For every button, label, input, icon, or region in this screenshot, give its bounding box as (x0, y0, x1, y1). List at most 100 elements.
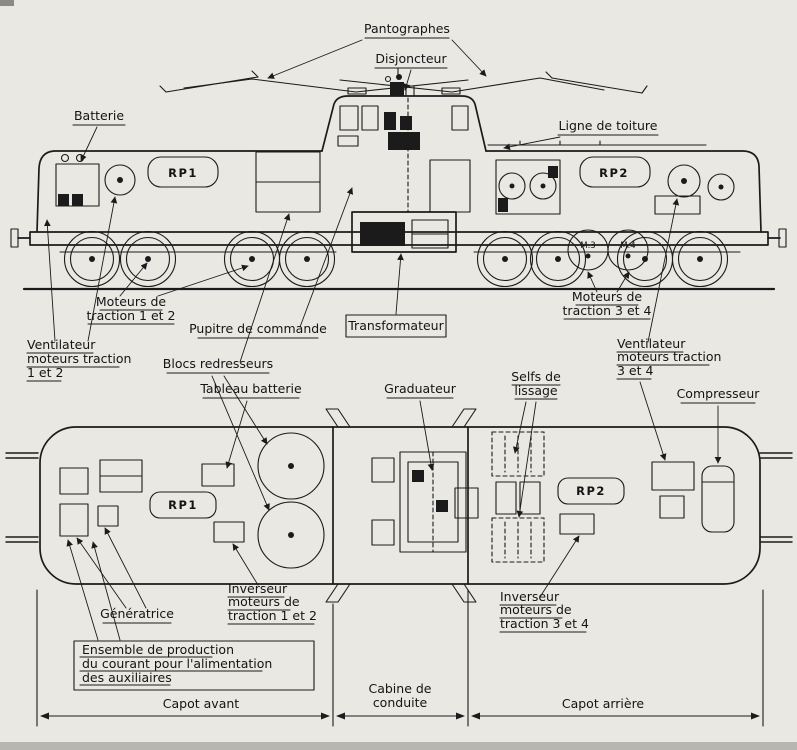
rear-bogie: M.3 M.4 (473, 229, 741, 288)
dimension-arrowheads (40, 712, 760, 720)
label-ligne-toiture: Ligne de toiture (557, 118, 659, 136)
aux-generator-box-2 (59, 503, 89, 537)
label-tableau-batterie: Tableau batterie (199, 381, 302, 399)
label-generatrice: Génératrice (100, 606, 174, 624)
rp2-side-text: RP2 (599, 166, 629, 180)
inverter-12-plan (213, 521, 245, 543)
label-selfs-lissage: Selfs de lissage (511, 369, 561, 400)
rp1-plan-box (149, 491, 217, 519)
label-ventilateur-34: Ventilateur moteurs traction 3 et 4 (616, 336, 721, 380)
battery-panel-plan (201, 463, 235, 487)
cab-door-flaps (325, 408, 477, 603)
label-inverseur-12: Inverseur moteurs de traction 1 et 2 (227, 581, 317, 625)
label-graduateur: Graduateur (384, 381, 457, 399)
compresseur-text: Compresseur (677, 386, 761, 401)
label-compresseur: Compresseur (677, 386, 761, 404)
plan-cab-components (371, 451, 479, 553)
front-ventilator-fan (104, 164, 136, 196)
motor-3-label: M.3 (580, 241, 595, 251)
smoothing-choke-2 (491, 517, 545, 563)
dimension-annotations: Capot avant Cabine de conduite Capot arr… (36, 589, 764, 727)
front-bogie (59, 230, 337, 288)
disjoncteur-device (384, 67, 415, 97)
label-transformateur: Transformateur (345, 314, 447, 338)
generatrice-text: Génératrice (100, 606, 174, 621)
plan-view: RP1 RP2 (5, 408, 793, 603)
inverter-34-plan (559, 513, 595, 535)
rp1-side-text: RP1 (168, 166, 198, 180)
vent12-line2: moteurs traction (27, 351, 131, 366)
rear-ventilator-fan (667, 164, 701, 198)
capot-arriere-text: Capot arrière (562, 696, 645, 711)
label-inverseur-34: Inverseur moteurs de traction 3 et 4 (499, 589, 589, 633)
label-disjoncteur: Disjoncteur (374, 51, 448, 69)
inv34-line1: Inverseur (500, 589, 560, 604)
selfs-line2: lissage (514, 383, 558, 398)
cabine-line1: Cabine de (368, 681, 431, 696)
plan-rear-components (491, 431, 735, 563)
leader-lines (44, 39, 722, 641)
graduateur-plan (454, 487, 479, 519)
moteurs12-line2: traction 1 et 2 (87, 308, 176, 323)
label-ensemble-production: Ensemble de production du courant pour l… (73, 640, 315, 691)
vent34-line3: 3 et 4 (617, 363, 653, 378)
ensemble-line1: Ensemble de production (82, 642, 234, 657)
rectifier-blower-2 (257, 501, 325, 569)
moteurs34-line1: Moteurs de (572, 289, 643, 304)
moteurs34-line2: traction 3 et 4 (563, 303, 652, 318)
compressor-side (707, 173, 735, 201)
label-pantographes: Pantographes (364, 21, 450, 39)
disjoncteur-text: Disjoncteur (375, 51, 447, 66)
plan-front-components (59, 432, 325, 569)
plan-body-outline (39, 426, 761, 585)
vent34-line2: moteurs traction (617, 349, 721, 364)
aux-generator-box-1 (59, 467, 89, 495)
smoothing-choke-1 (491, 431, 545, 477)
label-moteurs-traction-12: Moteurs de traction 1 et 2 (87, 294, 176, 325)
moteurs12-line1: Moteurs de (96, 294, 167, 309)
compressor-plan (701, 465, 735, 533)
inv12-line2: moteurs de (228, 594, 300, 609)
ventilator-34-plan (651, 461, 695, 491)
rp2-plan-text: RP2 (576, 484, 606, 498)
inv12-line1: Inverseur (228, 581, 288, 596)
driver-desk (337, 135, 359, 147)
ensemble-line2: du courant pour l'alimentation (82, 656, 272, 671)
pantographes-text: Pantographes (364, 21, 450, 36)
ensemble-line3: des auxiliaires (82, 670, 172, 685)
rp2-grille-side (579, 156, 651, 188)
front-hood-equipment (55, 151, 321, 213)
batterie-text: Batterie (74, 108, 124, 123)
label-blocs-redresseurs: Blocs redresseurs (163, 356, 273, 374)
vent12-line3: 1 et 2 (27, 365, 63, 380)
capot-avant-text: Capot avant (163, 696, 239, 711)
blocs-text: Blocs redresseurs (163, 356, 273, 371)
motor-4-label: M.4 (620, 241, 635, 251)
scan-band (0, 742, 797, 750)
rp2-plan-box (557, 477, 625, 505)
traction-motor-4 (607, 229, 649, 271)
rp1-grille-side (147, 156, 219, 188)
callout-labels: Pantographes Disjoncteur Ligne de toitur… (26, 21, 761, 691)
label-pupitre: Pupitre de commande (189, 321, 327, 339)
transformateur-text: Transformateur (347, 318, 444, 333)
scan-artifact (0, 0, 14, 6)
ligne-toiture-text: Ligne de toiture (559, 118, 658, 133)
pupitre-text: Pupitre de commande (189, 321, 327, 336)
vent34-line1: Ventilateur (617, 336, 686, 351)
side-view: M.3 M.4 RP1 RP2 (10, 67, 787, 291)
cabine-line2: conduite (373, 695, 428, 710)
graduateur-text: Graduateur (384, 381, 457, 396)
rail-stubs (5, 452, 793, 543)
selfs-line1: Selfs de (511, 369, 561, 384)
aux-generator-box-4 (97, 505, 119, 527)
roof-bus-line (487, 140, 707, 146)
label-moteurs-traction-34: Moteurs de traction 3 et 4 (563, 289, 652, 320)
extension-lines (36, 589, 764, 727)
tableau-text: Tableau batterie (199, 381, 302, 396)
transformer-side (351, 211, 457, 253)
inv34-line3: traction 3 et 4 (500, 616, 589, 631)
